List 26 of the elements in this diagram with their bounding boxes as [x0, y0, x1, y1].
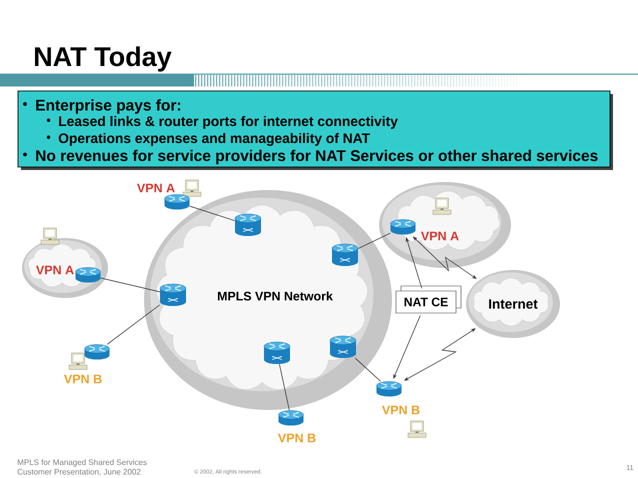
device-box: NAT CE [396, 286, 462, 314]
router-icon [330, 336, 356, 358]
router-icon [75, 267, 101, 282]
site-label: VPN B [278, 434, 316, 442]
router-icon [278, 410, 304, 426]
footer-text: Customer Presentation, June 2002 [18, 468, 140, 476]
link-line [106, 304, 160, 345]
site-label: VPN B [64, 374, 102, 384]
router-icon [84, 344, 110, 360]
router-icon [164, 194, 190, 210]
router-icon [160, 284, 186, 306]
site-label: VPN A [136, 184, 175, 192]
link-line [100, 278, 160, 292]
router-icon [234, 214, 262, 236]
router-icon [264, 342, 290, 364]
link-line [189, 206, 236, 222]
link-line [358, 232, 391, 249]
network-cloud: Internet [466, 270, 560, 338]
router-icon [332, 244, 358, 266]
link-line [354, 358, 381, 382]
router-icon [390, 219, 416, 234]
link-line [279, 364, 290, 411]
router-icon [376, 381, 402, 396]
footer-text: MPLS for Managed Shared Services [18, 459, 147, 467]
slide-title: NAT Today [35, 46, 172, 72]
network-cloud: VPN A [379, 182, 511, 268]
